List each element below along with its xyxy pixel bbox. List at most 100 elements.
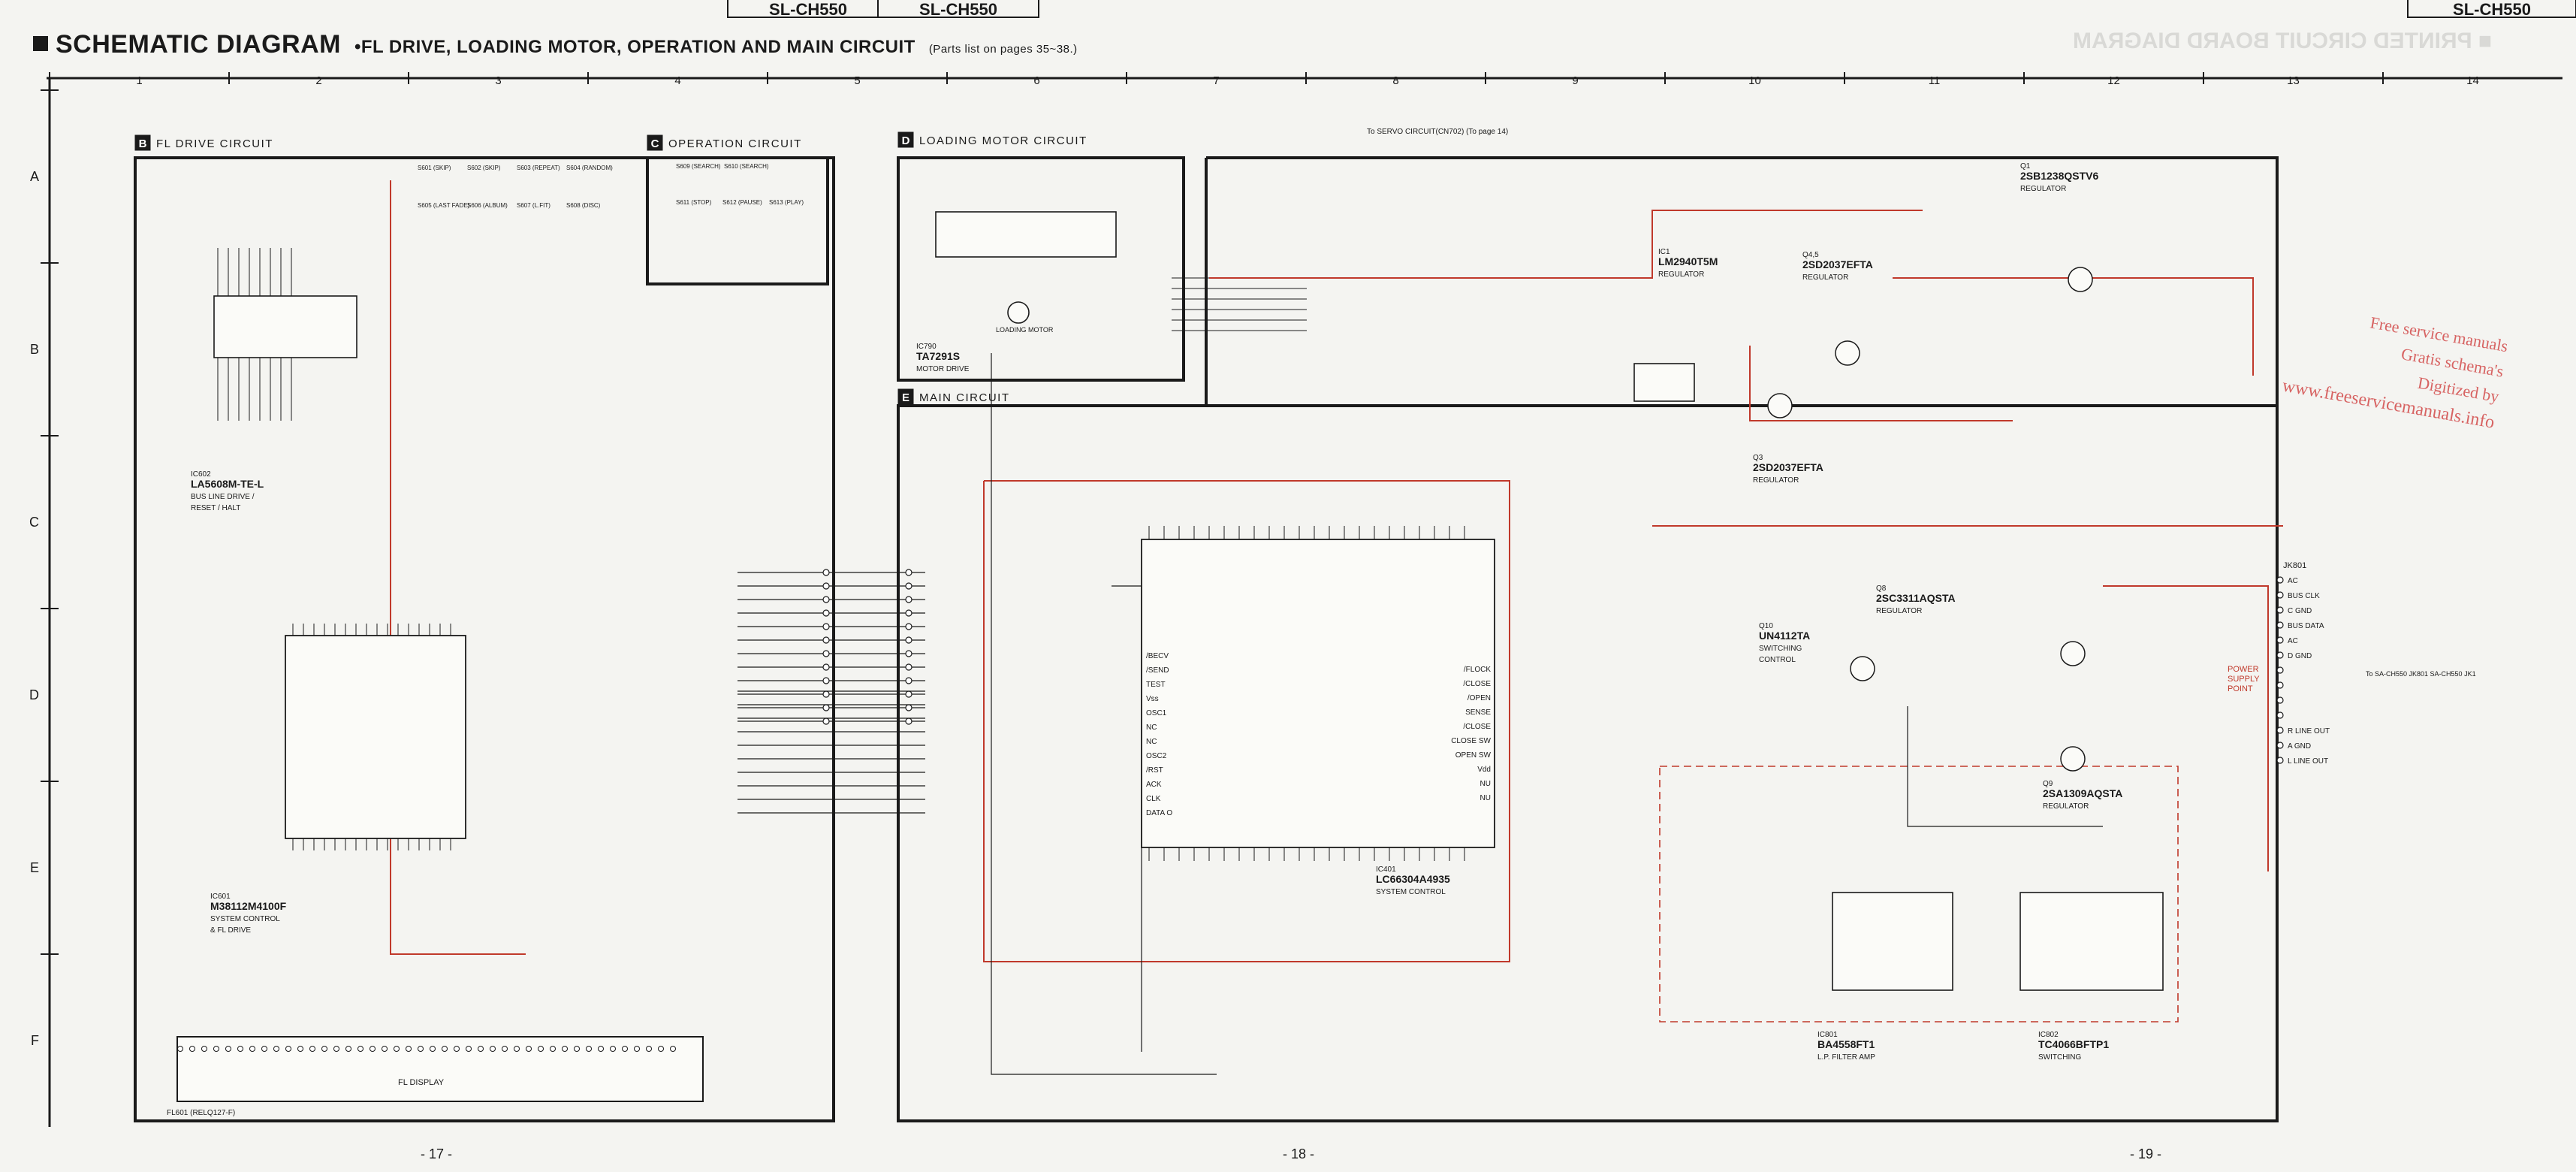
- jk801-pin: [2276, 606, 2284, 614]
- page-number-18: - 18 -: [1283, 1146, 1315, 1161]
- connector-pin: [905, 596, 912, 603]
- ic401-left-pin-0: /BECV: [1146, 652, 1169, 660]
- ic401-right-pin-1: /CLOSE: [1463, 680, 1491, 688]
- display-pin: [574, 1046, 580, 1052]
- signal-wire: [1112, 585, 1142, 1052]
- power-rail-red: [1749, 346, 2013, 421]
- connector-pin: [905, 704, 912, 711]
- ic401-left-pin-3: Vss: [1146, 695, 1159, 703]
- ic602-body: [213, 295, 357, 358]
- q10-label-3: CONTROL: [1759, 656, 1796, 664]
- ic802-label-0: IC802: [2038, 1031, 2059, 1039]
- q45-label-2: REGULATOR: [1802, 273, 1848, 282]
- q3-symbol: [1767, 393, 1793, 418]
- ic801-body: [1832, 892, 1953, 991]
- frame-main-top: [1206, 156, 2279, 406]
- jk801-pin: [2276, 636, 2284, 644]
- section-letter-C: C: [651, 137, 659, 150]
- ic401-left-pin-4: OSC1: [1146, 709, 1167, 717]
- jk801-pin: [2276, 621, 2284, 629]
- display-pin: [382, 1046, 388, 1052]
- connector-pin: [905, 636, 912, 644]
- column-number-8: 8: [1392, 74, 1398, 87]
- connector-pin: [822, 677, 830, 684]
- ic801-label-2: L.P. FILTER AMP: [1817, 1053, 1875, 1062]
- display-pin: [526, 1046, 532, 1052]
- ic790-body: [935, 211, 1117, 258]
- ic401-right-pin-9: NU: [1480, 794, 1491, 802]
- frame-loading-motor: [897, 156, 1185, 382]
- column-number-2: 2: [315, 74, 321, 87]
- loading-motor-symbol: [1007, 301, 1030, 324]
- column-number-10: 10: [1748, 74, 1761, 87]
- row-letter-D: D: [29, 687, 39, 702]
- switch-2: S603 (REPEAT): [517, 165, 560, 171]
- row-letter-A: A: [30, 169, 39, 184]
- display-pin: [442, 1046, 448, 1052]
- connector-pin: [822, 704, 830, 711]
- jk801-signal-12: L LINE OUT: [2288, 757, 2328, 766]
- wiring: [217, 180, 2283, 1075]
- ic401-left-pin-1: /SEND: [1146, 666, 1169, 675]
- ic602-label-1: LA5608M-TE-L: [191, 478, 264, 490]
- power-rail-red: [1893, 277, 2254, 376]
- q10-label-1: UN4112TA: [1759, 630, 1810, 642]
- ic401-body: [1141, 539, 1495, 848]
- q8-label-0: Q8: [1876, 584, 1887, 593]
- title-text: SCHEMATIC DIAGRAM: [56, 30, 341, 59]
- switch-0: S601 (SKIP): [418, 165, 451, 171]
- jk801-pin: [2276, 681, 2284, 689]
- section-letter-D: D: [902, 134, 910, 147]
- ic1-label-0: IC1: [1658, 248, 1670, 256]
- q10-label-0: Q10: [1759, 622, 1773, 630]
- model-label-center: SL-CH550: [877, 0, 1039, 19]
- ic601-label-0: IC601: [210, 893, 231, 901]
- section-title-E: MAIN CIRCUIT: [919, 391, 1010, 404]
- q9-label-0: Q9: [2043, 780, 2053, 788]
- frame-operation: [646, 156, 829, 285]
- fl-display-label: FL DISPLAY: [398, 1078, 445, 1087]
- ic601-label-3: & FL DRIVE: [210, 926, 251, 935]
- frame-fl-drive: [134, 156, 835, 1122]
- connector-pin: [822, 623, 830, 630]
- jk801-signal-5: D GND: [2288, 652, 2312, 660]
- connector-pin: [905, 650, 912, 657]
- page-title: SCHEMATIC DIAGRAM •FL DRIVE, LOADING MOT…: [33, 30, 1078, 59]
- q1-label-0: Q1: [2020, 162, 2031, 171]
- jk801-signal-3: BUS DATA: [2288, 622, 2324, 630]
- q3-label-0: Q3: [1753, 454, 1763, 462]
- ic401-left-pin-7: OSC2: [1146, 752, 1167, 760]
- q9-label-2: REGULATOR: [2043, 802, 2089, 811]
- connector-pin: [822, 636, 830, 644]
- model-label-right: SL-CH550: [2407, 0, 2576, 19]
- parts-list-note: (Parts list on pages 35~38.): [928, 43, 1078, 56]
- ic602-label-0: IC602: [191, 470, 211, 479]
- switch-8: S609 (SEARCH): [676, 163, 721, 170]
- ic401-right-pin-0: /FLOCK: [1464, 666, 1491, 674]
- ic401-label-0: IC401: [1376, 865, 1396, 874]
- column-number-5: 5: [854, 74, 860, 87]
- column-number-7: 7: [1213, 74, 1219, 87]
- power-supply-label-0: POWER: [2228, 665, 2259, 674]
- ic401-left-pin-9: ACK: [1146, 781, 1162, 789]
- jk801-pin: [2276, 666, 2284, 674]
- fl601-label: FL601 (RELQ127-F): [167, 1109, 235, 1117]
- power-rail-red: [1209, 210, 1923, 279]
- display-pin: [213, 1046, 219, 1052]
- connector-pin: [905, 569, 912, 576]
- display-pin: [598, 1046, 604, 1052]
- q3-label-1: 2SD2037EFTA: [1753, 461, 1823, 473]
- display-pin: [406, 1046, 412, 1052]
- display-pin: [658, 1046, 664, 1052]
- jk801-pin: [2276, 757, 2284, 764]
- display-pin: [285, 1046, 291, 1052]
- display-pin: [249, 1046, 255, 1052]
- display-pin: [646, 1046, 652, 1052]
- ic801-label-1: BA4558FT1: [1817, 1038, 1875, 1050]
- row-letter-B: B: [30, 342, 39, 357]
- row-letter-F: F: [31, 1033, 39, 1048]
- display-pin: [189, 1046, 195, 1052]
- ic401-right-pin-8: NU: [1480, 780, 1491, 788]
